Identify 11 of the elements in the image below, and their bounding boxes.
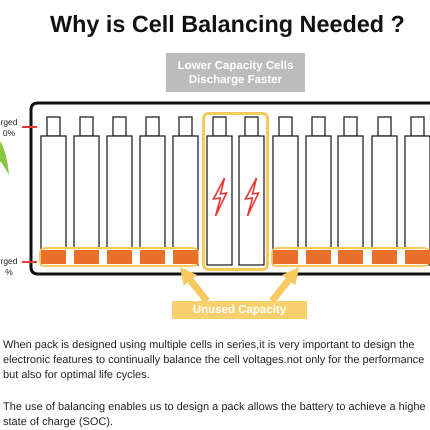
callout-box: Lower Capacity Cells Discharge Faster [166,53,305,92]
level-label: rged 0% [0,117,18,139]
capacity-band [271,247,430,267]
callout-box: Unused Capacity [172,301,307,319]
capacity-band [39,247,199,267]
arrow [177,264,210,304]
level-label: rged % [0,256,18,278]
title: Why is Cell Balancing Needed ? [50,10,405,38]
paragraph: When pack is designed using multiple cells in series,it is very important to design the electronic features to continually balance the cell voltages.not only for the performance but also for optimal life cycles. [3,338,426,383]
arrow [269,264,302,304]
paragraph: The use of balancing enables us to design a pack allows the battery to achieve a highe state of charge (SOC). [3,400,427,430]
